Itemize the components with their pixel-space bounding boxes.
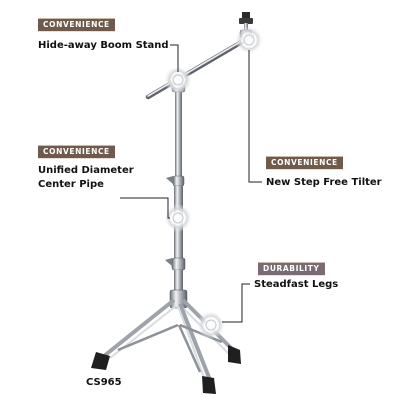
model-name: CS965 bbox=[86, 377, 122, 388]
leader-lines bbox=[120, 44, 262, 323]
convenience-badge-pipe: CONVENIENCE bbox=[38, 145, 115, 158]
highlight-glows bbox=[164, 26, 263, 339]
leader-legs bbox=[222, 283, 250, 323]
feature-label-pipe-line1: Unified Diameter bbox=[38, 165, 134, 176]
feature-label-legs: Steadfast Legs bbox=[254, 279, 339, 290]
feature-label-tilter: New Step Free Tilter bbox=[266, 177, 382, 188]
leader-tilter bbox=[248, 50, 262, 183]
convenience-badge-boom: CONVENIENCE bbox=[38, 18, 115, 31]
feature-label-pipe-line2: Center Pipe bbox=[38, 179, 104, 190]
leader-pipe bbox=[120, 197, 170, 219]
center-pipe bbox=[165, 78, 186, 300]
tripod-base bbox=[91, 289, 241, 394]
leader-boom bbox=[170, 44, 179, 72]
convenience-badge-tilter: CONVENIENCE bbox=[266, 156, 343, 169]
durability-badge-legs: DURABILITY bbox=[258, 262, 325, 275]
feature-label-boom: Hide-away Boom Stand bbox=[38, 40, 169, 51]
